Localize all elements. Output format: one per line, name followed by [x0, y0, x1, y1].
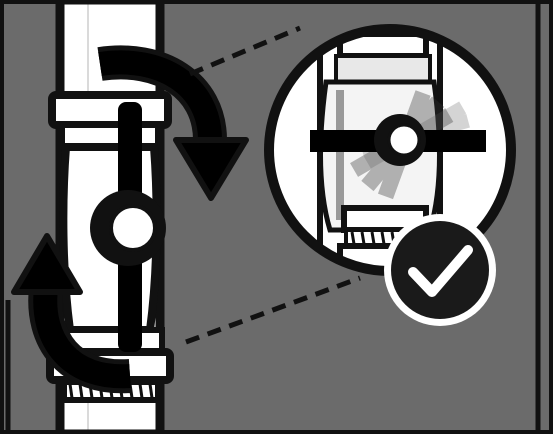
- rotate-clockwise-arrow-icon: [97, 45, 249, 201]
- leader-lines: [185, 25, 361, 345]
- checkmark-badge: [384, 214, 496, 326]
- rotate-counterclockwise-arrow-icon: [11, 233, 132, 394]
- upper-fitting: [48, 91, 172, 150]
- checkmark-icon: [408, 245, 473, 297]
- valve-handle: [90, 102, 166, 352]
